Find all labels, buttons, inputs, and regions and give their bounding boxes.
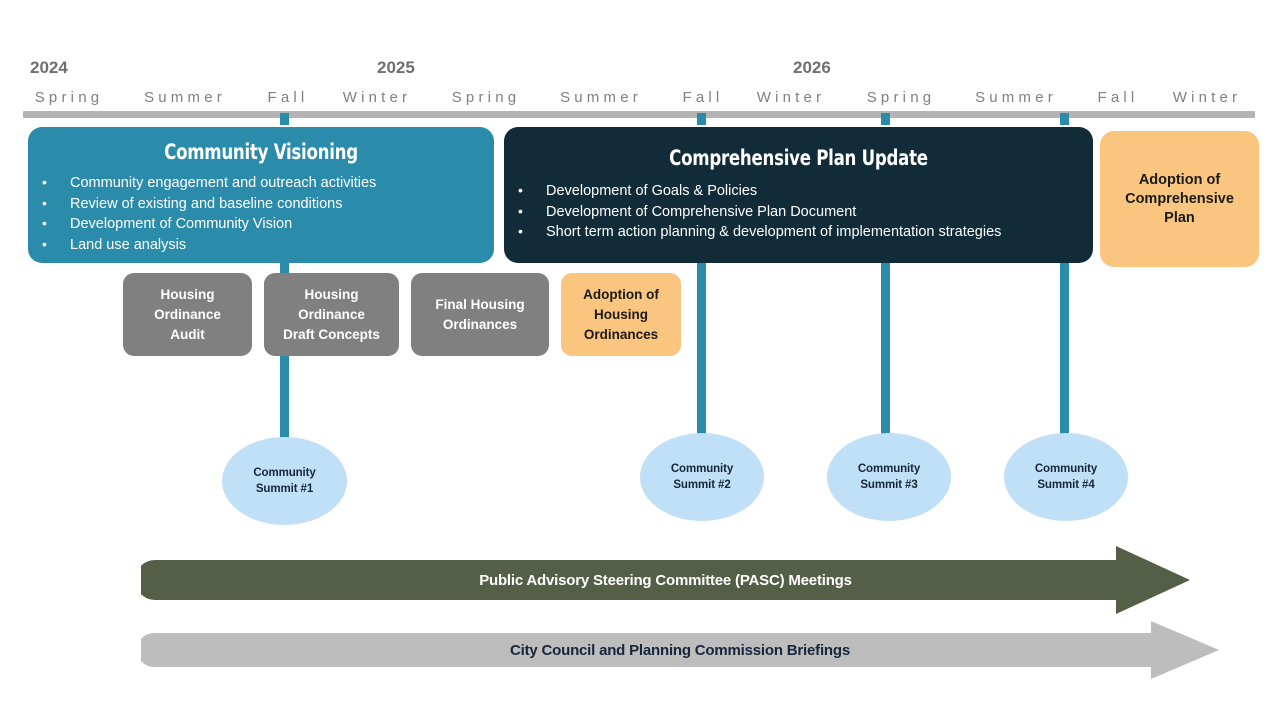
- season-label-summer-2025: Summer: [560, 89, 642, 106]
- milestone-label: Housing Ordinance Audit: [154, 286, 221, 342]
- season-label-winter-2025: Winter: [756, 89, 826, 106]
- summit-label: Community Summit #3: [857, 463, 921, 491]
- connector-tab-summit-2: [697, 113, 706, 125]
- bullet-item: Short term action planning & development…: [504, 221, 1093, 243]
- bullet-item: Land use analysis: [28, 234, 494, 256]
- season-label-fall-2024: Fall: [267, 89, 309, 106]
- season-label-summer-2026: Summer: [975, 89, 1057, 106]
- phase-community-visioning[interactable]: Community Visioning Community engagement…: [28, 127, 494, 263]
- season-label-winter-2026: Winter: [1172, 89, 1242, 106]
- arrow-council-briefings[interactable]: City Council and Planning Commission Bri…: [137, 620, 1219, 680]
- milestone-adoption-of-housing-ordinances[interactable]: Adoption of Housing Ordinances: [561, 273, 681, 356]
- phase-bullets-community-visioning: Community engagement and outreach activi…: [28, 172, 494, 256]
- phase-title-comprehensive-plan-update: Comprehensive Plan Update: [669, 146, 928, 170]
- connector-line-summit-3: [881, 262, 890, 438]
- year-label-2025: 2025: [377, 58, 415, 77]
- bullet-item: Development of Comprehensive Plan Docume…: [504, 201, 1093, 223]
- milestone-label: Housing Ordinance Draft Concepts: [283, 286, 380, 342]
- arrow-shape: [137, 621, 1219, 679]
- season-label-fall-2026: Fall: [1097, 89, 1139, 106]
- season-label-spring-2026: Spring: [866, 89, 936, 106]
- community-summit-4[interactable]: Community Summit #4: [1004, 433, 1128, 521]
- community-summit-3[interactable]: Community Summit #3: [827, 433, 951, 521]
- community-summit-1[interactable]: Community Summit #1: [222, 437, 347, 525]
- milestone-housing-ordinance-draft-concepts[interactable]: Housing Ordinance Draft Concepts: [264, 273, 399, 356]
- summit-label: Community Summit #2: [670, 463, 734, 491]
- season-label-spring-2024: Spring: [34, 89, 104, 106]
- season-label-winter-2024: Winter: [342, 89, 412, 106]
- phase-bullets-comprehensive-plan-update: Development of Goals & Policies Developm…: [504, 180, 1093, 243]
- bullet-item: Community engagement and outreach activi…: [28, 172, 494, 194]
- milestone-final-housing-ordinances[interactable]: Final Housing Ordinances: [411, 273, 549, 356]
- connector-tab-summit-1: [280, 113, 289, 125]
- arrow-shape: [135, 546, 1190, 614]
- year-label-2026: 2026: [793, 58, 831, 77]
- bullet-item: Review of existing and baseline conditio…: [28, 193, 494, 215]
- season-label-summer-2024: Summer: [144, 89, 226, 106]
- connector-tab-summit-3: [881, 113, 890, 125]
- milestone-label: Adoption of Housing Ordinances: [583, 286, 659, 342]
- season-label-spring-2025: Spring: [451, 89, 521, 106]
- arrow-pasc-meetings[interactable]: Public Advisory Steering Committee (PASC…: [135, 546, 1190, 614]
- phase-comprehensive-plan-update[interactable]: Comprehensive Plan Update Development of…: [504, 127, 1093, 263]
- community-summit-2[interactable]: Community Summit #2: [640, 433, 764, 521]
- connector-line-summit-4: [1060, 262, 1069, 438]
- bullet-item: Development of Community Vision: [28, 213, 494, 235]
- connector-line-summit-2: [697, 262, 706, 438]
- connector-tab-summit-4: [1060, 113, 1069, 125]
- phase-adoption-of-comprehensive-plan[interactable]: Adoption of Comprehensive Plan: [1100, 131, 1259, 267]
- phase-title-community-visioning: Community Visioning: [164, 140, 358, 164]
- milestone-housing-ordinance-audit[interactable]: Housing Ordinance Audit: [123, 273, 252, 356]
- timeline-axis-bar: [23, 111, 1255, 118]
- summit-label: Community Summit #1: [253, 467, 316, 495]
- season-label-fall-2025: Fall: [682, 89, 724, 106]
- bullet-item: Development of Goals & Policies: [504, 180, 1093, 202]
- year-label-2024: 2024: [30, 58, 68, 77]
- milestone-label: Final Housing Ordinances: [435, 296, 525, 332]
- summit-label: Community Summit #4: [1034, 463, 1098, 491]
- phase-title-adoption-of-comprehensive-plan: Adoption of Comprehensive Plan: [1125, 171, 1234, 226]
